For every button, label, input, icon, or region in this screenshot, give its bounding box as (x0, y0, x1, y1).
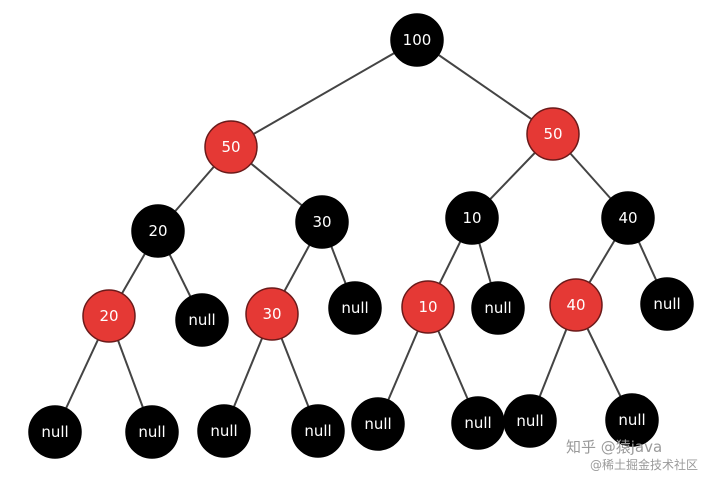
node-circle (390, 13, 444, 67)
node-label: 10 (462, 209, 481, 227)
node-label: null (138, 423, 165, 441)
black-node-10: 10 (445, 191, 499, 245)
node-label: null (41, 423, 68, 441)
black-node-null: null (640, 277, 694, 331)
black-node-20: 20 (131, 204, 185, 258)
red-node-40: 40 (549, 278, 603, 332)
node-label: 50 (543, 125, 562, 143)
node-circle (328, 281, 382, 335)
tree-edge-n100-n50a (230, 39, 418, 148)
node-label: 40 (618, 209, 637, 227)
black-node-null: null (351, 397, 405, 451)
node-label: 40 (566, 296, 585, 314)
black-node-30: 30 (295, 195, 349, 249)
node-circle (445, 191, 499, 245)
node-label: null (210, 422, 237, 440)
node-label: null (653, 295, 680, 313)
node-label: 30 (312, 213, 331, 231)
node-circle (351, 397, 405, 451)
black-node-null: null (28, 405, 82, 459)
black-node-null: null (125, 405, 179, 459)
node-circle (175, 293, 229, 347)
node-label: null (341, 299, 368, 317)
black-node-null: null (328, 281, 382, 335)
node-label: null (364, 415, 391, 433)
node-label: null (484, 299, 511, 317)
node-circle (131, 204, 185, 258)
node-label: null (188, 311, 215, 329)
red-node-50: 50 (526, 107, 580, 161)
node-circle (204, 120, 258, 174)
node-circle (401, 280, 455, 334)
node-circle (471, 281, 525, 335)
node-label: 50 (221, 138, 240, 156)
node-circle (245, 287, 299, 341)
black-node-100: 100 (390, 13, 444, 67)
node-circle (197, 404, 251, 458)
node-label: null (464, 414, 491, 432)
node-circle (526, 107, 580, 161)
node-label: null (618, 411, 645, 429)
node-circle (291, 404, 345, 458)
tree-nodes: 100 50 50 20 30 10 40 20 null 30 null 10 null 40 null n… (28, 13, 694, 459)
node-label: 20 (99, 307, 118, 325)
red-node-30: 30 (245, 287, 299, 341)
node-label: null (304, 422, 331, 440)
node-label: 10 (418, 298, 437, 316)
node-label: 20 (148, 222, 167, 240)
black-node-null: null (197, 404, 251, 458)
black-node-null: null (503, 394, 557, 448)
node-label: 100 (403, 31, 432, 49)
node-label: 30 (262, 305, 281, 323)
node-circle (549, 278, 603, 332)
node-circle (605, 393, 659, 447)
node-circle (640, 277, 694, 331)
black-node-null: null (291, 404, 345, 458)
black-node-null: null (605, 393, 659, 447)
node-circle (82, 289, 136, 343)
watermark-zhihu: 知乎 @猿java (566, 438, 663, 456)
node-circle (503, 394, 557, 448)
node-circle (601, 191, 655, 245)
black-node-null: null (175, 293, 229, 347)
red-node-20: 20 (82, 289, 136, 343)
black-node-null: null (471, 281, 525, 335)
node-circle (125, 405, 179, 459)
red-node-10: 10 (401, 280, 455, 334)
black-node-40: 40 (601, 191, 655, 245)
tree-edge-n100-n50b (416, 39, 554, 135)
watermark-juejin: @稀土掘金技术社区 (590, 458, 699, 472)
red-node-50: 50 (204, 120, 258, 174)
node-label: null (516, 412, 543, 430)
node-circle (295, 195, 349, 249)
node-circle (28, 405, 82, 459)
black-node-null: null (451, 396, 505, 450)
